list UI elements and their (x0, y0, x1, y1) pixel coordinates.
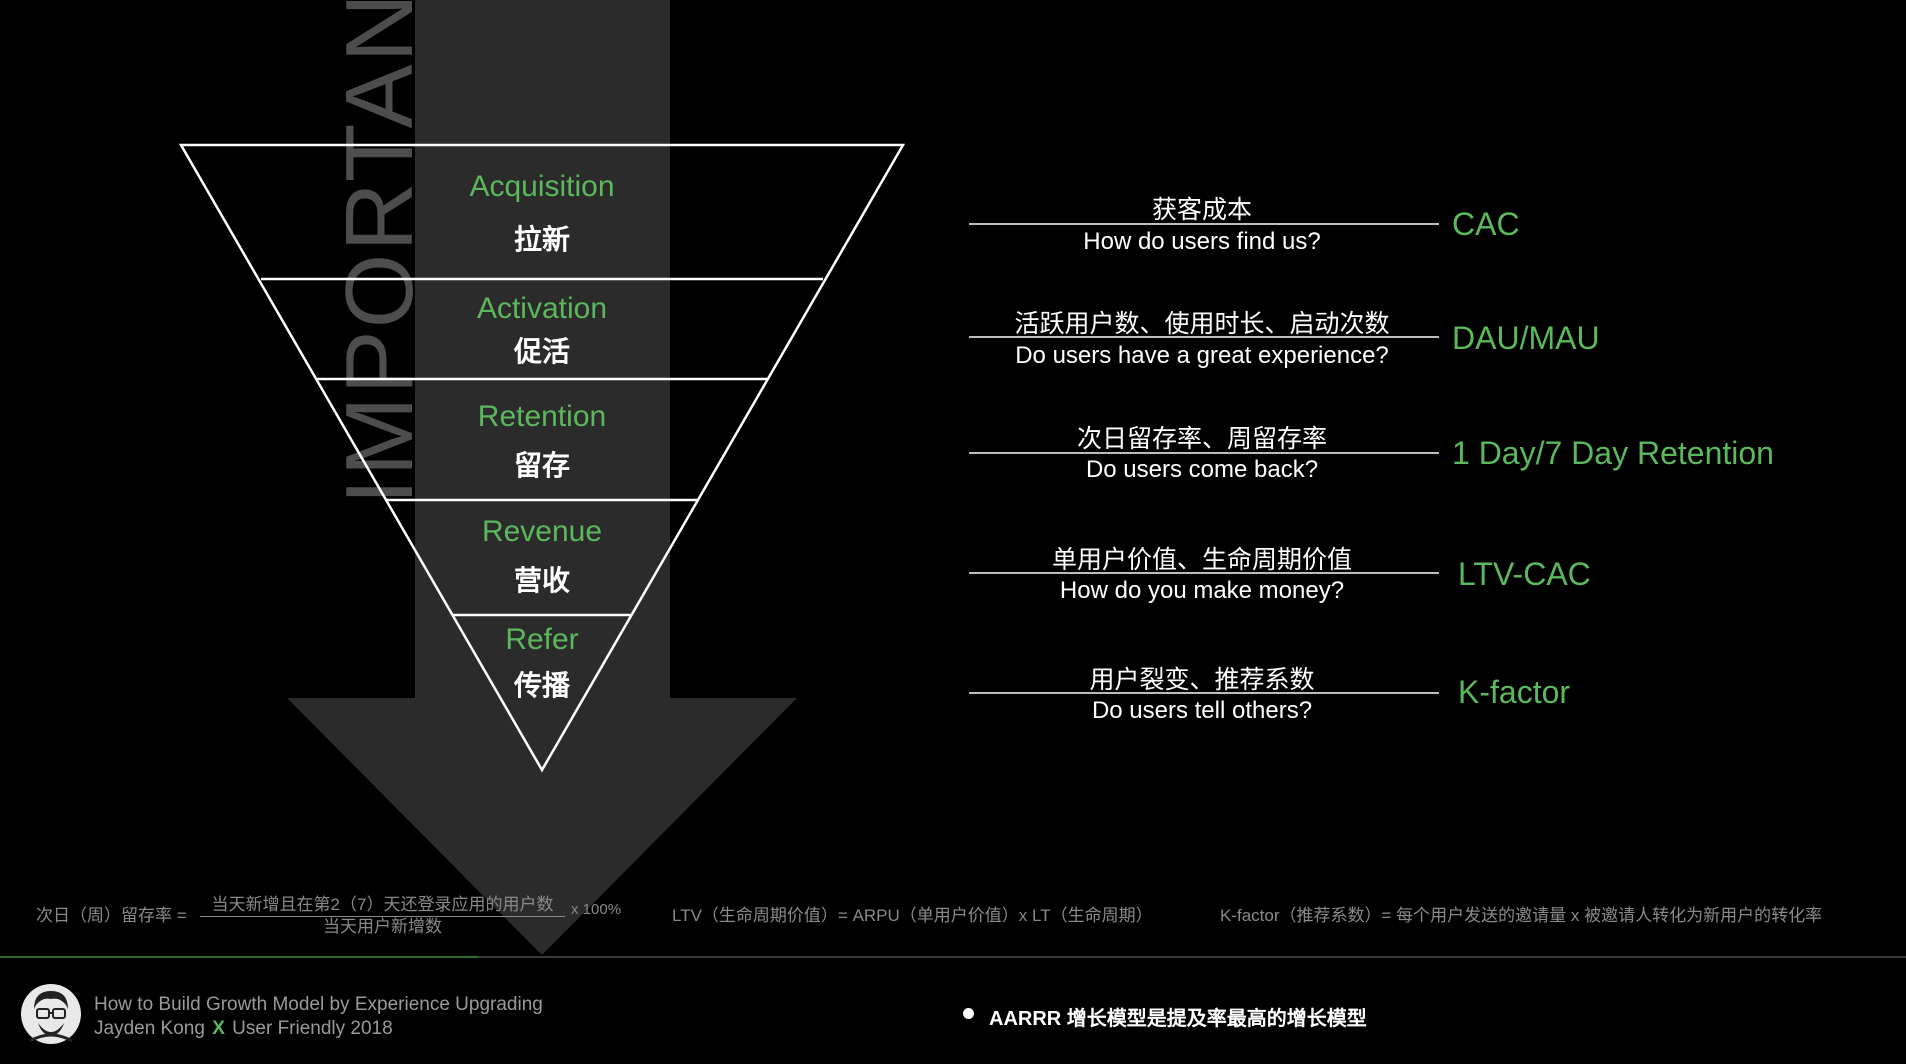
important-arrow (287, 0, 797, 955)
funnel-stage-refer-en: Refer (505, 623, 579, 656)
metric-divider (969, 223, 1439, 225)
metric-abbr: 1 Day/7 Day Retention (1452, 435, 1774, 471)
kfactor-formula: K-factor（推荐系数）= 每个用户发送的邀请量 x 被邀请人转化为新用户的… (1220, 906, 1823, 925)
metric-abbr: CAC (1452, 206, 1520, 242)
footer-divider (0, 956, 1906, 958)
funnel-stage-refer-zh: 传播 (513, 670, 570, 701)
metric-zh-label: 获客成本 (1151, 196, 1252, 224)
funnel-stage-retention-zh: 留存 (513, 450, 570, 481)
metric-divider (969, 692, 1439, 694)
funnel-stage-revenue-en: Revenue (481, 515, 603, 548)
metric-question: Do users tell others? (1091, 697, 1313, 724)
metric-divider (969, 336, 1439, 338)
metric-question: How do you make money? (1059, 577, 1345, 604)
bullet-icon (963, 1008, 974, 1019)
metric-zh-label: 单用户价值、生命周期价值 (1051, 546, 1352, 574)
metric-abbr: K-factor (1458, 674, 1571, 710)
footer-accent-bar (0, 956, 478, 958)
retention-formula-denominator: 当天用户新增数 (323, 917, 442, 936)
funnel-stage-acquisition-zh: 拉新 (513, 224, 570, 255)
retention-formula-label: 次日（周）留存率 = (36, 906, 187, 925)
x-icon: X (212, 1018, 225, 1039)
funnel-stage-activation-zh: 促活 (513, 336, 570, 367)
metric-divider (969, 572, 1439, 574)
summary-bullet-text: AARRR 增长模型是提及率最高的增长模型 (989, 1008, 1367, 1030)
funnel-stage-activation-en: Activation (476, 292, 608, 325)
retention-formula-multiplier: x 100% (571, 901, 622, 918)
footer-author: Jayden Kong (94, 1018, 205, 1039)
metric-question: How do users find us? (1083, 228, 1321, 255)
metric-abbr: LTV-CAC (1458, 556, 1591, 592)
retention-formula-numerator: 当天新增且在第2（7）天还登录应用的用户数 (200, 890, 565, 917)
funnel-stage-revenue-zh: 营收 (513, 565, 570, 596)
metric-zh-label: 用户裂变、推荐系数 (1089, 666, 1315, 694)
ltv-formula: LTV（生命周期价值）= ARPU（单用户价值）x LT（生命周期） (672, 906, 1153, 925)
funnel-stage-acquisition-en: Acquisition (469, 170, 615, 203)
watermark-text: IMPORTANT (326, 0, 433, 505)
metric-question: Do users come back? (1085, 456, 1319, 483)
footer-title: How to Build Growth Model by Experience … (94, 994, 543, 1015)
metric-zh-label: 次日留存率、周留存率 (1076, 425, 1327, 453)
metric-abbr: DAU/MAU (1452, 320, 1600, 356)
footer-credit: Jayden Kong X User Friendly 2018 (94, 1018, 393, 1040)
funnel-stage-retention-en: Retention (477, 400, 607, 433)
footer-org: User Friendly 2018 (232, 1018, 393, 1039)
metric-divider (969, 452, 1439, 454)
funnel-outline (178, 143, 906, 773)
avatar (21, 984, 81, 1044)
metric-zh-label: 活跃用户数、使用时长、启动次数 (1014, 310, 1390, 338)
metric-question: Do users have a great experience? (1015, 342, 1389, 369)
